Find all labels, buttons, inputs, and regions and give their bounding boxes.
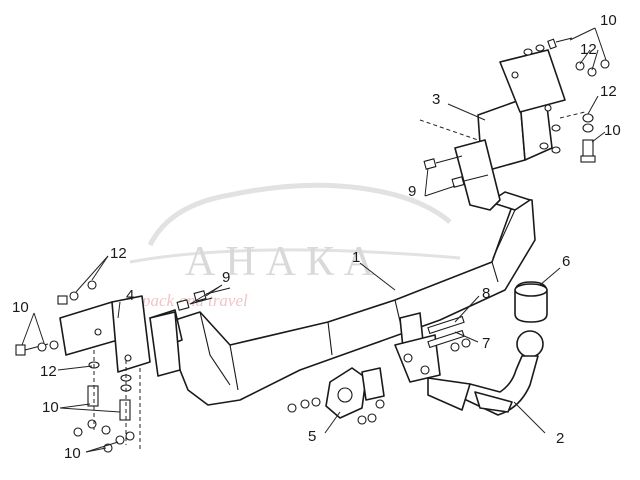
leader-lines [21, 27, 607, 453]
watermark-tagline: pack and travel [141, 291, 248, 310]
callout-7: 7 [482, 335, 490, 352]
callout-8: 8 [482, 285, 490, 302]
callout-10-left: 10 [12, 299, 29, 316]
callout-6: 6 [562, 253, 570, 270]
callout-5: 5 [308, 428, 316, 445]
watermark-car-icon [147, 182, 452, 247]
watermark: АНАКА pack and travel [129, 182, 461, 310]
callout-12-left-bottom: 12 [40, 363, 57, 380]
callout-12-top-right: 12 [580, 41, 597, 58]
callout-12-left-top: 12 [110, 245, 127, 262]
callout-12-right: 12 [600, 83, 617, 100]
callout-10-bottom-left: 10 [64, 445, 81, 462]
alignment-lines [93, 111, 586, 450]
callout-1: 1 [352, 249, 360, 266]
ball-cap [514, 281, 548, 323]
right-side-bracket [454, 49, 566, 211]
callout-3: 3 [432, 91, 440, 108]
callout-9-left: 9 [222, 269, 230, 286]
watermark-brand: АНАКА [185, 239, 384, 285]
callout-2: 2 [556, 430, 564, 447]
callout-9-right: 9 [408, 183, 416, 200]
callout-10-top-right: 10 [600, 12, 617, 29]
socket-plate [325, 367, 385, 419]
towball-neck [427, 330, 544, 416]
callout-10-lower-left: 10 [42, 399, 59, 416]
callout-4: 4 [126, 287, 134, 304]
main-crossbar [149, 191, 536, 406]
callout-labels: 1 2 3 4 5 6 7 8 9 9 10 10 10 10 10 12 12… [12, 12, 621, 462]
left-side-bracket [59, 295, 181, 377]
callout-10-right: 10 [604, 122, 621, 139]
